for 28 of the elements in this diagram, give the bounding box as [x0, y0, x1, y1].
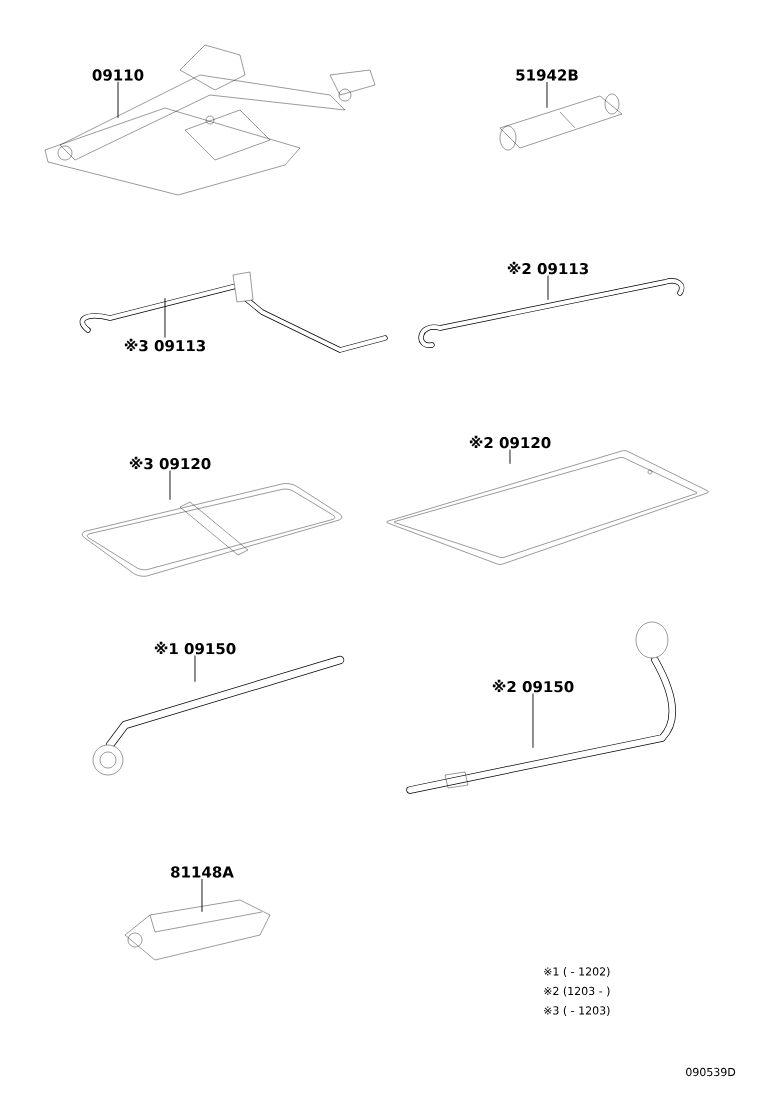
lug-wrench-drawing	[92, 655, 345, 776]
leader-line	[194, 655, 196, 683]
note-text: ※3 ( - 1203)	[544, 1006, 610, 1016]
callout-number: 51942B	[516, 69, 578, 81]
jack-drawing	[44, 44, 376, 196]
leader-line	[164, 297, 166, 338]
callout-number: ※2 09120	[469, 435, 551, 449]
callout-number: 81148A	[171, 866, 234, 878]
socket-wrench-drawing	[499, 93, 623, 151]
leader-line	[509, 449, 511, 465]
note-text: ※2 (1203 - )	[544, 986, 610, 997]
leader-line	[117, 81, 119, 119]
drawing-number: 090539D	[686, 1067, 736, 1077]
leader-line	[546, 81, 548, 109]
tool-bag-drawing	[386, 450, 709, 565]
leader-line	[532, 693, 534, 749]
leader-line	[201, 878, 203, 913]
tool-bag-drawing	[81, 483, 342, 577]
leader-line	[547, 275, 549, 301]
jack-handle-drawing	[418, 278, 685, 348]
note-text: ※1 ( - 1202)	[544, 967, 610, 977]
leader-line	[169, 470, 171, 501]
callout-number: ※2 09113	[507, 261, 588, 275]
lug-wrench-drawing	[406, 621, 676, 794]
jack-handle-drawing	[79, 271, 388, 353]
callout-number: ※3 09120	[129, 456, 211, 470]
callout-number: ※1 09150	[154, 641, 236, 655]
adapter-drawing	[124, 899, 271, 961]
